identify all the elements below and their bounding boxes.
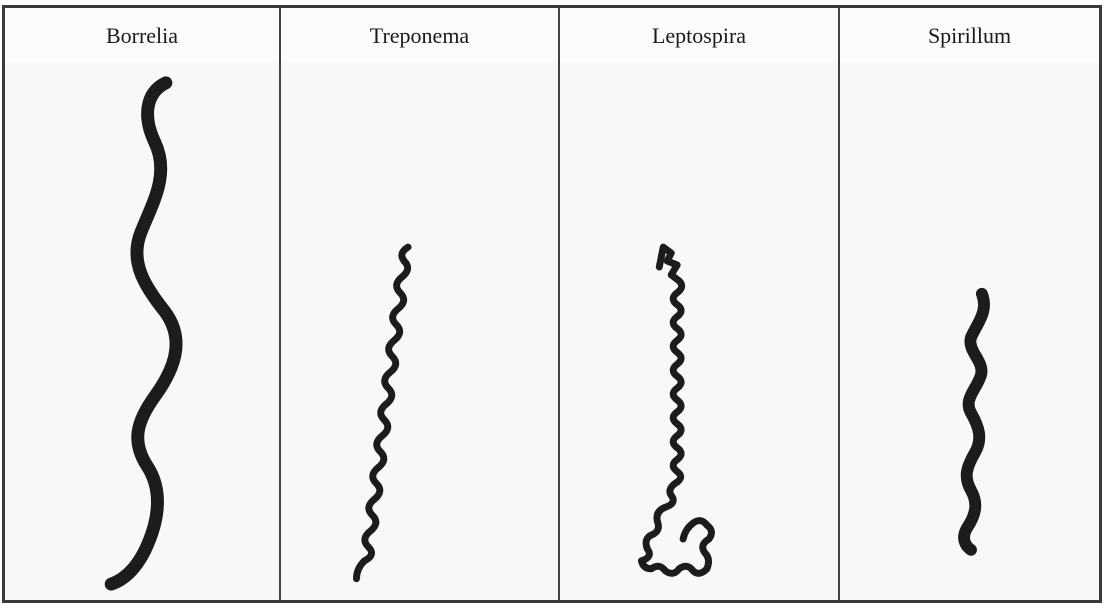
cell-spirillum [838,63,1099,600]
header-leptospira: Leptospira [558,8,838,63]
header-borrelia: Borrelia [5,8,279,63]
header-treponema: Treponema [279,8,558,63]
table-body-row [5,63,1099,600]
treponema-spirochete [356,247,408,579]
spirillum-bacterium [964,294,984,550]
header-spirillum: Spirillum [838,8,1099,63]
cell-leptospira [558,63,838,600]
leptospira-spirochete [641,247,711,573]
treponema-illustration [281,63,558,600]
bacteria-shape-table: Borrelia Treponema Leptospira Spirillum [2,5,1102,603]
table-header-row: Borrelia Treponema Leptospira Spirillum [5,8,1099,65]
cell-borrelia [5,63,279,600]
leptospira-illustration [560,63,838,600]
borrelia-spirochete [111,83,176,584]
borrelia-illustration [5,63,279,600]
cell-treponema [279,63,558,600]
spirillum-illustration [840,63,1099,600]
